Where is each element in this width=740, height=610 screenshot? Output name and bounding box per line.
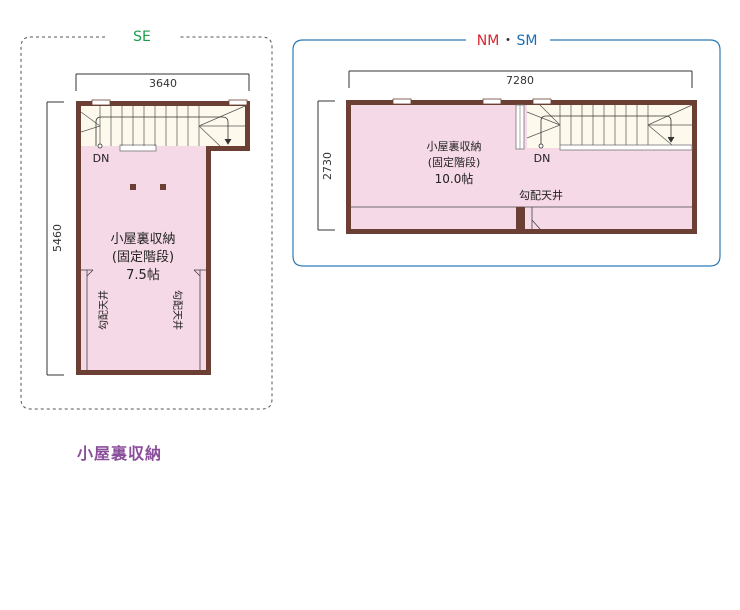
nm-sm-window-3 (532, 98, 552, 105)
se-stair-treads (80, 105, 246, 147)
se-dim-top (75, 73, 250, 91)
se-dn-marker (97, 143, 103, 149)
nm-sm-dim-top (348, 70, 693, 88)
nm-title: NM (477, 33, 500, 49)
sm-title: SM (517, 33, 538, 49)
nm-sm-room-size: 10.0帖 (435, 171, 474, 186)
se-frame (20, 36, 273, 410)
nm-sm-title-separator: ・ (501, 33, 515, 49)
nm-sm-room-name: 小屋裏収納 (427, 139, 482, 153)
nm-sm-stair-treads (526, 104, 693, 146)
nm-sm-panel: NM ・ SM 7280 2730 (292, 33, 721, 267)
nm-sm-dim-top-label: 7280 (506, 74, 534, 87)
se-post-right (160, 184, 166, 190)
se-dn-label: DN (93, 152, 110, 165)
se-dim-top-label: 3640 (149, 77, 177, 90)
nm-sm-slope-label: 勾配天井 (519, 188, 563, 202)
se-dim-left (46, 101, 64, 376)
se-title: SE (133, 29, 151, 45)
nm-sm-room-type: (固定階段) (428, 155, 481, 169)
se-room-size: 7.5帖 (126, 268, 160, 283)
se-room-floor (81, 146, 206, 370)
nm-sm-stair-arrow (540, 115, 675, 145)
se-stair-rail (119, 144, 157, 152)
se-window-right (228, 99, 248, 106)
se-slope-label-left: 勾配天井 (97, 290, 110, 330)
nm-sm-dim-left-label: 2730 (321, 152, 334, 180)
se-dim-left-label: 5460 (51, 224, 64, 252)
se-panel: SE 3640 5460 (20, 29, 273, 410)
nm-sm-center-post (516, 207, 525, 231)
se-slope-label-right: 勾配天井 (171, 290, 184, 330)
se-room-name: 小屋裏収納 (110, 232, 175, 247)
nm-sm-stair-rail-horizontal (559, 144, 693, 151)
nm-sm-dn-marker (538, 143, 544, 149)
nm-sm-dim-left (317, 100, 335, 231)
nm-sm-dn-label: DN (534, 152, 551, 165)
se-stair-arrow (95, 116, 232, 146)
se-room-type: (固定階段) (112, 250, 174, 265)
se-window-top (91, 99, 111, 106)
nm-sm-window-2 (482, 98, 502, 105)
nm-sm-window-1 (392, 98, 412, 105)
caption-attic-storage: 小屋裏収納 (77, 444, 163, 463)
nm-sm-stair-area (527, 105, 692, 148)
nm-sm-frame (292, 39, 721, 267)
se-slope-lines (81, 269, 206, 370)
se-post-left (130, 184, 136, 190)
